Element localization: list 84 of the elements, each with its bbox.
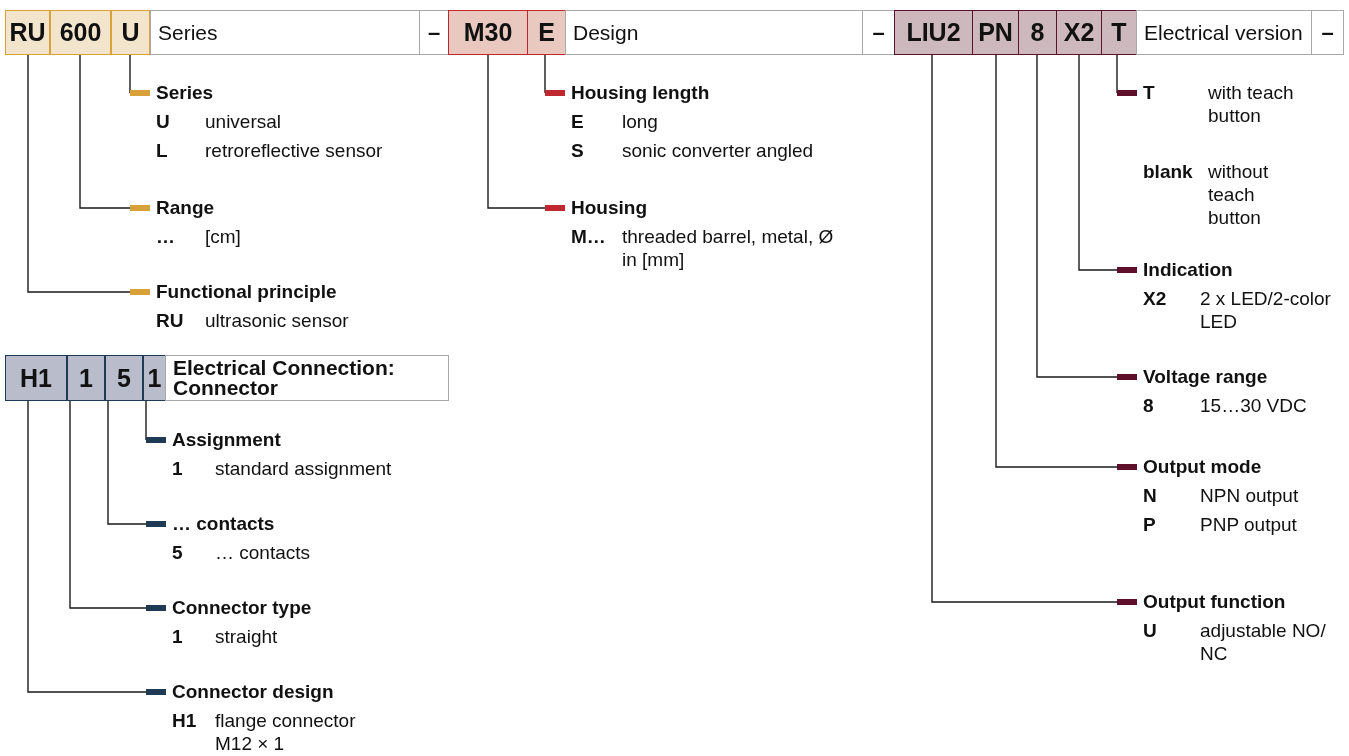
code-key: U	[1143, 619, 1200, 665]
code-key: RU	[156, 309, 205, 332]
code-box: E	[527, 10, 566, 55]
leader-line	[107, 400, 147, 525]
code-key: P	[1143, 513, 1200, 536]
section-heading: Functional principle	[156, 280, 337, 303]
leader-line	[27, 400, 147, 693]
code-key: T	[1143, 81, 1208, 127]
code-description: … contacts	[215, 541, 311, 564]
section-heading: Assignment	[172, 428, 281, 451]
code-description: long	[622, 110, 658, 133]
code-description: retroreflective sensor	[205, 139, 383, 162]
code-description: 2 x LED/2-color LED	[1200, 287, 1332, 333]
code-description: sonic converter angled	[622, 139, 814, 162]
code-description: threaded barrel, metal, Ø in [mm]	[622, 225, 835, 271]
segment-title-box: Electrical version	[1136, 10, 1312, 55]
leader-line	[931, 54, 1118, 603]
leader-line	[27, 54, 131, 293]
separator-box: –	[1311, 10, 1344, 55]
code-key: …	[156, 225, 205, 248]
leader-line	[129, 54, 131, 94]
code-key: 1	[172, 625, 215, 648]
section-heading: Output mode	[1143, 455, 1262, 478]
section-heading: Connector type	[172, 596, 312, 619]
section-heading: Series	[156, 81, 214, 104]
code-key: 5	[172, 541, 215, 564]
code-key: E	[571, 110, 622, 133]
segment-title-box: Design	[565, 10, 863, 55]
code-description: NPN output	[1200, 484, 1299, 507]
code-box: T	[1101, 10, 1137, 55]
code-box: U	[111, 10, 150, 55]
code-description: [cm]	[205, 225, 241, 248]
leader-line	[1036, 54, 1118, 378]
code-description: without teach button	[1208, 160, 1270, 229]
section-heading: Housing	[571, 196, 647, 219]
code-box: H1	[5, 355, 67, 401]
code-description: adjustable NO/ NC	[1200, 619, 1327, 665]
leader-line	[995, 54, 1118, 468]
code-key: S	[571, 139, 622, 162]
code-key: U	[156, 110, 205, 133]
code-key: L	[156, 139, 205, 162]
section-heading: Indication	[1143, 258, 1233, 281]
code-box: LIU2	[894, 10, 973, 55]
code-box: 1	[67, 355, 105, 401]
section-heading: Connector design	[172, 680, 334, 703]
code-description: standard assignment	[215, 457, 392, 480]
code-box: 5	[105, 355, 143, 401]
leader-line	[487, 54, 546, 209]
section-heading: Housing length	[571, 81, 710, 104]
code-box: 600	[50, 10, 111, 55]
separator-box: –	[862, 10, 895, 55]
code-box: X2	[1056, 10, 1102, 55]
code-description: 15…30 VDC	[1200, 394, 1307, 417]
code-key: H1	[172, 709, 215, 755]
code-description: flange connector M12 × 1	[215, 709, 357, 755]
segment-title-box: Series	[150, 10, 420, 55]
code-description: PNP output	[1200, 513, 1297, 536]
leader-line	[1116, 54, 1118, 94]
segment-title-box: Electrical Connection: Connector	[165, 355, 449, 401]
code-key: 1	[172, 457, 215, 480]
separator-box: –	[419, 10, 449, 55]
leader-line	[69, 400, 147, 609]
code-box: PN	[972, 10, 1019, 55]
code-box: M30	[448, 10, 528, 55]
code-key: 8	[1143, 394, 1200, 417]
leader-line	[145, 400, 147, 441]
code-description: universal	[205, 110, 282, 133]
code-description: straight	[215, 625, 278, 648]
code-description: with teach button	[1208, 81, 1295, 127]
code-box: RU	[5, 10, 50, 55]
code-box: 8	[1018, 10, 1057, 55]
section-heading: Range	[156, 196, 215, 219]
leader-line	[79, 54, 131, 209]
leader-line	[544, 54, 546, 94]
leader-line	[1078, 54, 1118, 271]
section-heading: … contacts	[172, 512, 275, 535]
code-description: ultrasonic sensor	[205, 309, 349, 332]
code-key: blank	[1143, 160, 1193, 183]
code-key: N	[1143, 484, 1200, 507]
code-key: X2	[1143, 287, 1200, 333]
section-heading: Voltage range	[1143, 365, 1268, 388]
code-box: 1	[143, 355, 166, 401]
section-heading: Output function	[1143, 590, 1286, 613]
code-key: M…	[571, 225, 622, 271]
